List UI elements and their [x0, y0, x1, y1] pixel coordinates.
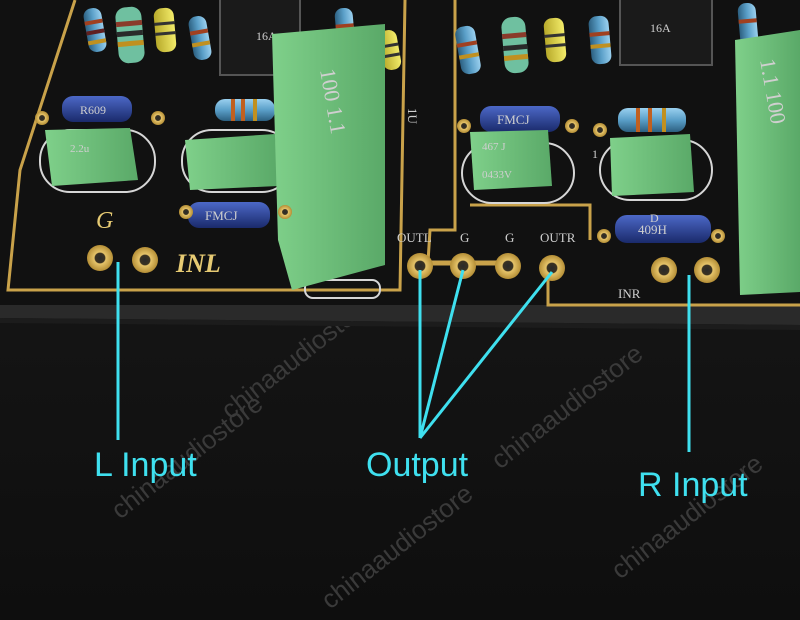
- silk-ref-1: 1: [592, 147, 598, 161]
- cap-marking: FMCJ: [497, 112, 530, 127]
- label-output: Output: [366, 446, 469, 484]
- silk-ref-1u: 1U: [405, 108, 420, 125]
- cap-marking: 409H: [638, 222, 667, 237]
- pad-inl-1: [87, 245, 113, 271]
- label-right-input: R Input: [638, 466, 748, 504]
- pad-ground-2: [495, 253, 521, 279]
- cap-marking: 0433V: [482, 169, 512, 181]
- blue-capacitor-left-top: R609: [62, 96, 132, 122]
- pad-inr-2: [694, 257, 720, 283]
- ic-marking: 16A: [650, 21, 671, 35]
- pad-out-right: [539, 255, 565, 281]
- pad-inl-2: [132, 247, 158, 273]
- silk-ground-2: G: [505, 230, 514, 245]
- pad-out-left: [407, 253, 433, 279]
- pcb-board: [0, 0, 800, 325]
- film-capacitor-right: 1.1 100: [735, 30, 800, 295]
- resistor-group: [83, 2, 759, 132]
- leader-line-output-3: [418, 271, 554, 439]
- solder-pads: [35, 111, 725, 283]
- cap-marking: R609: [80, 103, 106, 117]
- pad-ground-1: [450, 253, 476, 279]
- cap-marking: 2.2u: [70, 143, 90, 155]
- ic-chip-right: 16A: [619, 0, 713, 66]
- silk-input-right: INR: [618, 286, 641, 301]
- cap-marking: 467 J: [482, 141, 506, 153]
- film-capacitor-left: 100 1.1: [272, 24, 385, 290]
- silk-input-left: INL: [175, 249, 221, 278]
- blue-capacitor-right-top: FMCJ: [480, 106, 560, 132]
- cap-marking: FMCJ: [205, 208, 238, 223]
- green-box-cap-3: 467 J 0433V: [470, 130, 552, 190]
- pad-inr-1: [651, 257, 677, 283]
- ic-marking: 16A: [256, 29, 277, 43]
- label-left-input: L Input: [94, 446, 197, 484]
- silk-ref-d: D: [650, 211, 659, 225]
- green-box-cap-2: [185, 134, 278, 190]
- green-box-cap-4: [610, 134, 694, 196]
- silk-ground-1: G: [460, 230, 469, 245]
- silk-out-left: OUTL: [397, 230, 432, 245]
- annotation-lines: [116, 262, 691, 452]
- blue-capacitor-right-bottom: 409H: [615, 215, 711, 243]
- green-box-cap-1: 2.2u: [45, 128, 138, 186]
- silk-ground-left: G: [96, 208, 113, 234]
- silk-out-right: OUTR: [540, 230, 576, 245]
- leader-line-output-2: [418, 269, 465, 439]
- blue-capacitor-left-bottom: FMCJ: [188, 202, 270, 228]
